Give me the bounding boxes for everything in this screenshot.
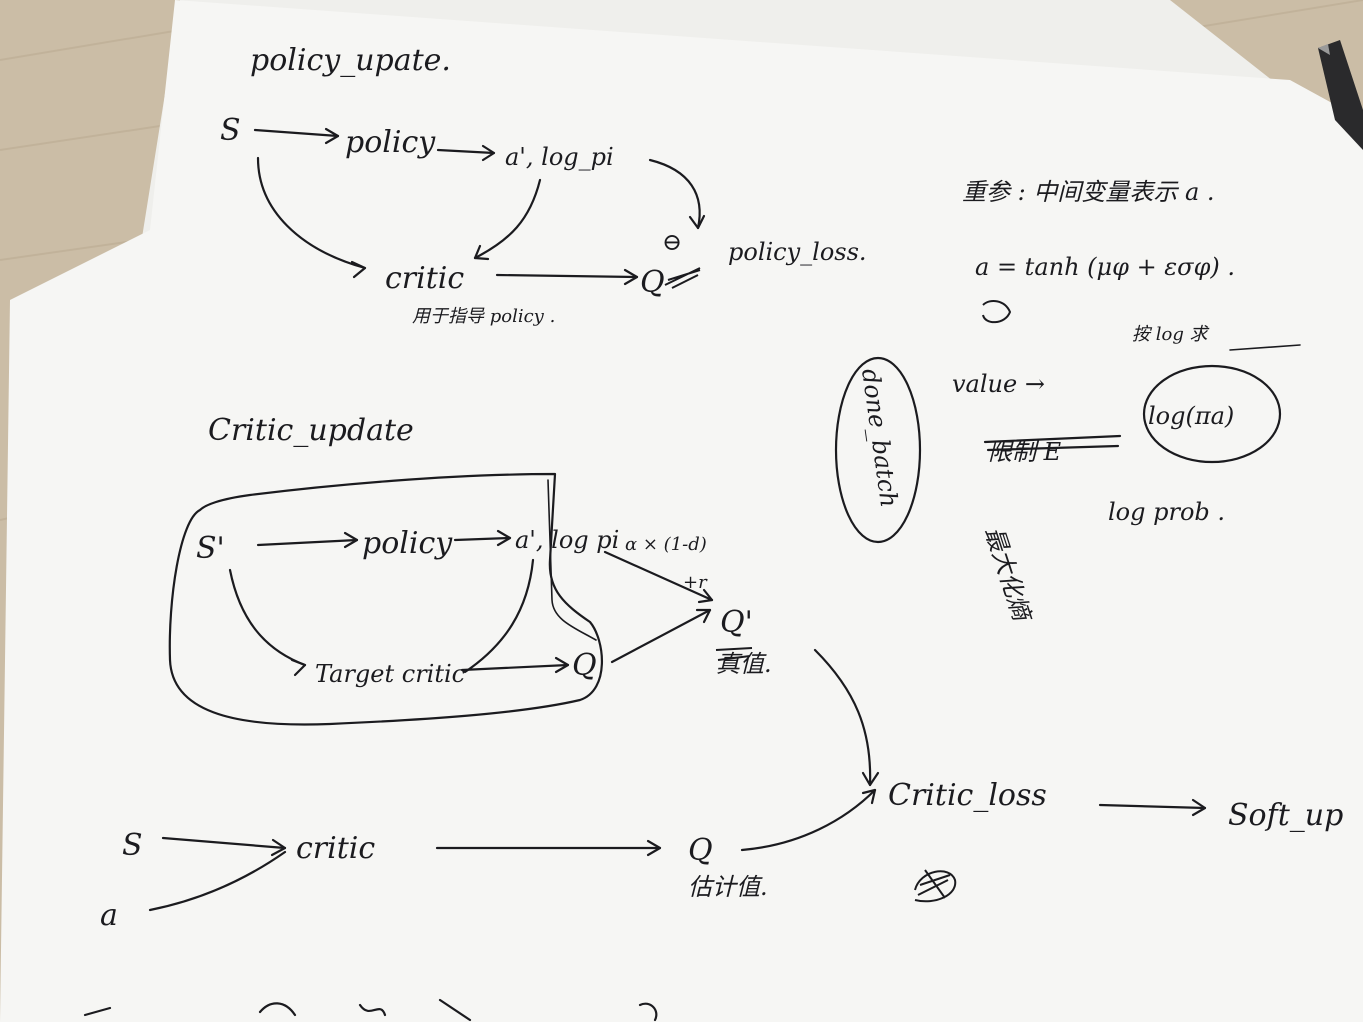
arrow-a-to-critic bbox=[473, 178, 542, 260]
q-prime-node: Q' bbox=[720, 605, 753, 640]
critic-loss-node: Critic_loss bbox=[888, 778, 1047, 813]
q-node-top: Q bbox=[640, 265, 665, 300]
log-a-note: log(πa) bbox=[1148, 402, 1234, 430]
arrow-s-to-critic bbox=[256, 156, 367, 270]
q-prime-note: 真值. bbox=[716, 650, 772, 678]
state-s-bottom: S bbox=[122, 828, 143, 863]
q-estimate-note: 估计值. bbox=[688, 873, 768, 901]
pen bbox=[1318, 40, 1363, 150]
arrow-loss-to-softup bbox=[1098, 803, 1207, 810]
ink-blot bbox=[914, 869, 957, 903]
sample-rule-note: 按 log 求 bbox=[1132, 324, 1210, 345]
arrow-qprime-to-loss bbox=[813, 648, 872, 787]
arrow-target-to-q bbox=[460, 663, 570, 672]
log-prob-note: log prob . bbox=[1108, 498, 1225, 526]
state-s-top: S bbox=[220, 113, 241, 148]
cut-off-writing bbox=[83, 998, 658, 1022]
q-node-bottom: Q bbox=[688, 833, 713, 868]
critic-node-top: critic bbox=[385, 261, 464, 296]
s-prime-node: S' bbox=[196, 531, 225, 566]
arrow-critic-to-q bbox=[495, 273, 639, 279]
policy-loss-label: policy_loss. bbox=[728, 238, 867, 266]
arrow-q-to-qprime bbox=[610, 608, 712, 664]
scribble-small bbox=[982, 299, 1012, 324]
arrow-a-to-critic bbox=[148, 850, 287, 912]
soft-up-node: Soft_up bbox=[1228, 798, 1343, 833]
q-small-node: Q bbox=[572, 648, 597, 683]
value-arrow-note: value → bbox=[952, 370, 1045, 398]
tanh-formula: a = tanh (μφ + εσφ) . bbox=[975, 253, 1235, 281]
plus-r-label: +r bbox=[683, 572, 708, 593]
minus-sign: ⊖ bbox=[662, 228, 682, 256]
policy-node-bottom: policy bbox=[362, 526, 453, 561]
alpha-term: α × (1-d) bbox=[625, 534, 707, 555]
scribble-q bbox=[664, 267, 701, 289]
arrow-s-to-critic bbox=[161, 836, 287, 850]
policy-node-top: policy bbox=[345, 125, 436, 160]
arrow-sprime-to-policy bbox=[256, 538, 359, 547]
arrow-logpi-to-qprime bbox=[603, 550, 714, 602]
critic-guide-note: 用于指导 policy . bbox=[412, 306, 555, 327]
target-loop bbox=[168, 472, 604, 726]
arrow-aprime-to-target bbox=[463, 558, 535, 674]
log-a-circle bbox=[1142, 364, 1282, 464]
strike-line bbox=[983, 434, 1122, 452]
arrow-logpi-to-minus bbox=[648, 158, 701, 230]
arrow-policy-to-aprime bbox=[453, 536, 512, 542]
action-a-bottom: a bbox=[100, 898, 118, 933]
aprime-logpi-node: a', log pi bbox=[515, 526, 619, 554]
arrow-q-to-loss bbox=[740, 788, 877, 852]
done-batch-oval bbox=[834, 356, 922, 544]
arrow-policy-to-a bbox=[436, 148, 496, 155]
reparam-note: 重参 : 中间变量表示 a . bbox=[962, 178, 1215, 206]
arrow-s-to-policy bbox=[253, 128, 340, 138]
a-logpi-top: a', log_pi bbox=[505, 143, 614, 171]
policy-update-title: policy_upate. bbox=[250, 43, 451, 78]
critic-node-bottom: critic bbox=[296, 831, 375, 866]
critic-update-title: Critic_update bbox=[208, 413, 414, 448]
target-critic-node: Target critic bbox=[315, 660, 465, 688]
struck-note: 限制 E bbox=[988, 438, 1062, 466]
